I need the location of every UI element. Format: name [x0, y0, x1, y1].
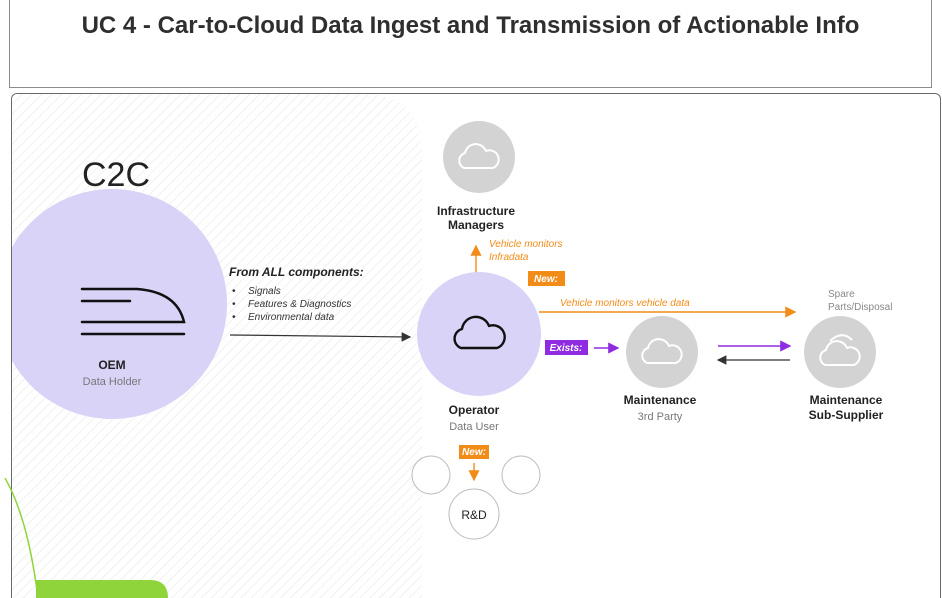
rnd-side-circle — [411, 455, 451, 495]
train-icon — [80, 287, 186, 336]
list-item: Signals — [248, 286, 281, 297]
list-item: Features & Diagnostics — [248, 299, 351, 310]
c2c-diagram: C2C OEM Data Holder From ALL components:… — [12, 94, 892, 598]
infra-label-line1: Infrastructure — [437, 204, 515, 218]
new-tag: New: — [534, 274, 558, 285]
maintenance-role: 3rd Party — [638, 411, 683, 423]
exists-tag: Exists: — [550, 343, 583, 354]
oem-to-operator-arrow — [229, 332, 412, 342]
green-accent — [4, 478, 168, 598]
slide-title-box: UC 4 - Car-to-Cloud Data Ingest and Tran… — [9, 0, 932, 88]
operator-role: Data User — [449, 421, 499, 433]
infrastructure-node — [443, 121, 515, 193]
spare-line2: Parts/Disposal — [828, 302, 892, 313]
infra-flow-line1: Vehicle monitors — [489, 239, 563, 250]
oem-name: OEM — [98, 358, 125, 372]
maintenance-node — [626, 316, 698, 388]
vehicle-flow-label: Vehicle monitors vehicle data — [560, 298, 690, 309]
sub-supplier-line2: Sub-Supplier — [809, 408, 884, 422]
svg-text:•: • — [232, 312, 236, 323]
infra-label-line2: Managers — [448, 218, 504, 232]
recycle-arrow-icon — [829, 334, 853, 342]
list-item: Environmental data — [248, 312, 335, 323]
svg-text:•: • — [232, 299, 236, 310]
oem-role: Data Holder — [83, 376, 142, 388]
component-list: • Signals • Features & Diagnostics • Env… — [232, 286, 351, 323]
operator-name: Operator — [449, 403, 500, 417]
sub-supplier-node — [804, 316, 876, 388]
operator-cloud-icon — [453, 315, 506, 350]
operator-node — [417, 272, 541, 396]
rnd-label: R&D — [461, 508, 487, 522]
diagram-frame: C2C OEM Data Holder From ALL components:… — [11, 93, 941, 598]
new-tag-bottom: New: — [462, 447, 486, 458]
rnd-side-circle — [501, 455, 541, 495]
from-all-heading: From ALL components: — [229, 265, 364, 279]
svg-text:•: • — [232, 286, 236, 297]
sub-supplier-line1: Maintenance — [810, 393, 883, 407]
oem-circle — [12, 189, 227, 419]
exists-tag-bg — [545, 340, 588, 355]
new-tag-bg — [528, 271, 565, 286]
slide-title: UC 4 - Car-to-Cloud Data Ingest and Tran… — [81, 12, 860, 39]
c2c-label: C2C — [82, 156, 150, 194]
infra-flow-line2: Infradata — [489, 252, 529, 263]
maintenance-name: Maintenance — [624, 393, 697, 407]
rnd-node — [448, 488, 500, 540]
spare-line1: Spare — [828, 289, 855, 300]
new-tag-bottom-bg — [459, 445, 489, 459]
